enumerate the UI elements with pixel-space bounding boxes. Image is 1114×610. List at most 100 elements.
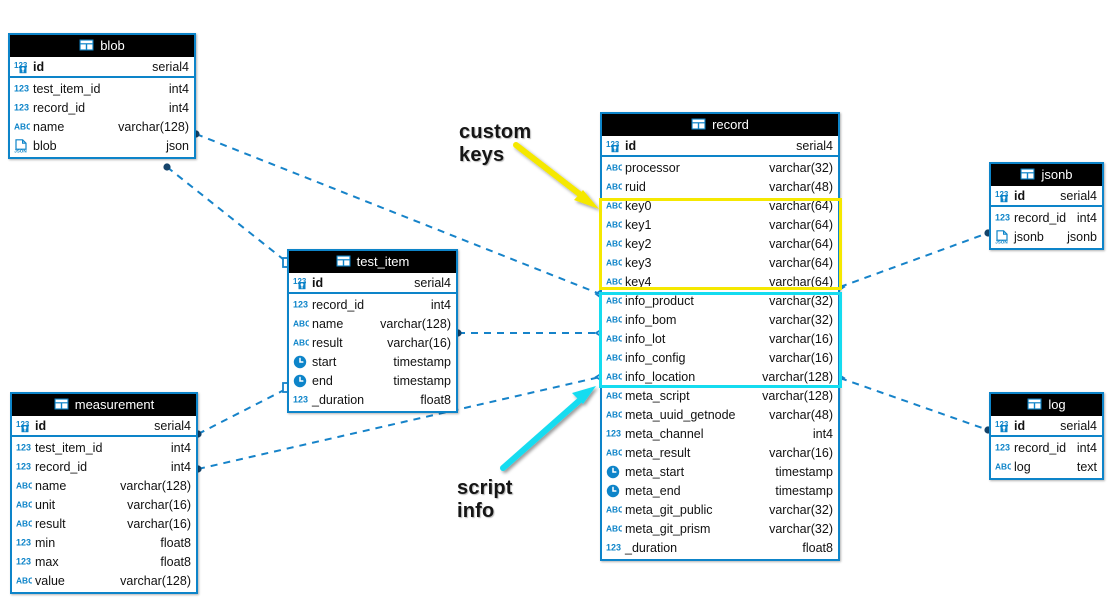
json-icon: JSON [14,138,30,153]
svg-text:123: 123 [995,420,1009,429]
column-name: log [1014,459,1031,474]
column-name: meta_git_prism [625,521,711,536]
column-type: varchar(64) [769,217,833,232]
column-type: serial4 [154,418,191,433]
table-header[interactable]: measurement [12,394,196,416]
svg-text:123: 123 [606,542,621,552]
svg-text:123: 123 [995,190,1009,199]
column-type: text [1076,459,1097,474]
svg-text:ABC: ABC [16,480,32,490]
column-type: varchar(16) [769,445,833,460]
column-name: id [1014,418,1026,433]
column-type: varchar(32) [769,312,833,327]
svg-text:ABC: ABC [606,352,622,362]
svg-text:ABC: ABC [606,409,622,419]
column-type: varchar(16) [387,335,451,350]
column-type: varchar(64) [769,236,833,251]
table-header[interactable]: log [991,394,1102,416]
table-header[interactable]: blob [10,35,194,57]
column-name: test_item_id [35,440,103,455]
abc-icon: ABC [606,218,622,232]
table-header[interactable]: jsonb [991,164,1102,186]
svg-text:ABC: ABC [606,504,622,514]
abc-icon: ABC [14,120,30,134]
abc-icon: ABC [293,317,309,331]
table-icon [1020,168,1036,182]
relation-measurement-test-item [197,387,289,435]
column-name: id [625,138,637,153]
svg-text:123: 123 [14,61,28,70]
table-header[interactable]: record [602,114,838,136]
column-type: int4 [812,426,833,441]
column-name: name [35,478,67,493]
svg-text:ABC: ABC [16,499,32,509]
abc-icon: ABC [606,275,622,289]
number-icon: 123 [16,555,32,569]
svg-text:ABC: ABC [606,162,622,172]
svg-text:ABC: ABC [606,276,622,286]
column-type: int4 [1076,210,1097,225]
pk-number-icon: 123 [14,60,30,74]
annotation-custom-keys-line1: custom [459,121,532,143]
table-header[interactable]: test_item [289,251,456,273]
column-name: meta_uuid_getnode [625,407,736,422]
column-type: float8 [160,535,191,550]
